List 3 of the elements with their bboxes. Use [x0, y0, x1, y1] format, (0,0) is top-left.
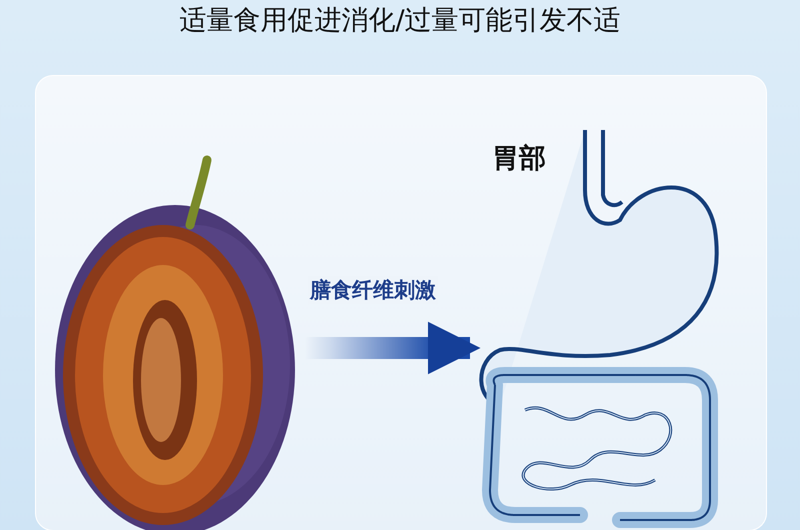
organ-label: 胃部 — [492, 142, 546, 176]
title: 适量食用促进消化/过量可能引发不适 — [179, 4, 621, 38]
edge-label: 膳食纤维刺激 — [308, 276, 438, 304]
